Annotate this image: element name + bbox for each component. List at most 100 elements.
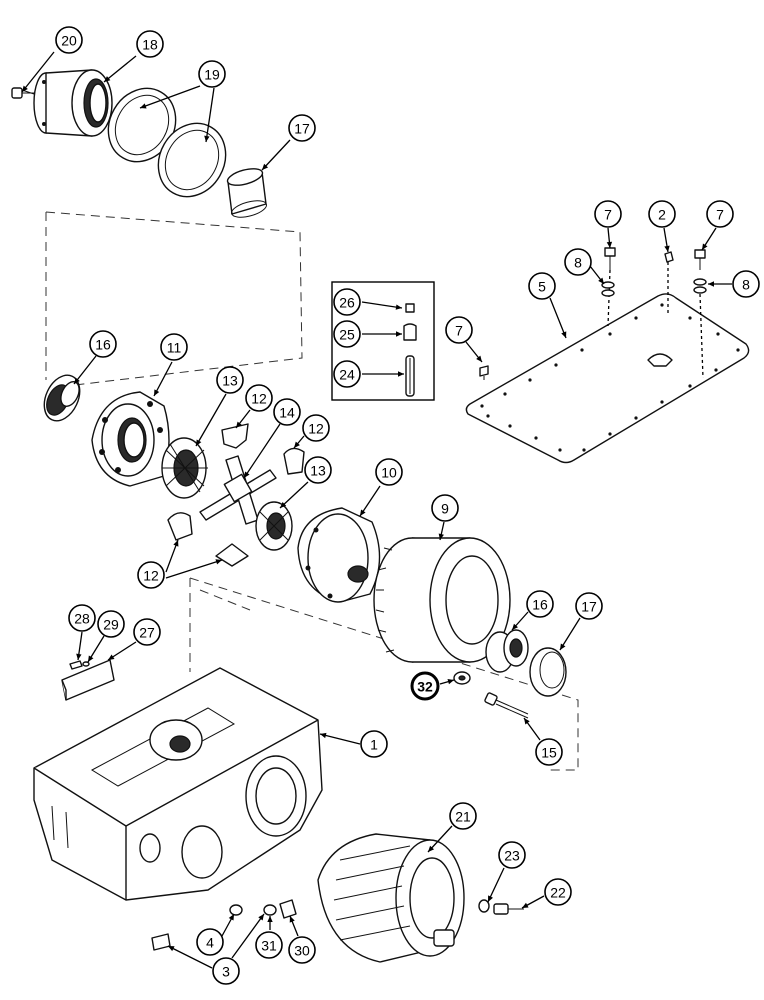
callout-circle xyxy=(89,330,117,358)
callout-c16b: 16 xyxy=(511,590,554,631)
callout-number: 13 xyxy=(222,373,238,389)
callout-number: 2 xyxy=(658,207,666,223)
callout-circle xyxy=(196,928,224,956)
cover-bolts-and-washers xyxy=(479,247,707,380)
callout-circle xyxy=(133,618,161,646)
callout-number: 30 xyxy=(294,943,310,959)
callout-circle xyxy=(160,333,188,361)
part-15-bolt xyxy=(484,692,529,719)
leader-line xyxy=(231,913,265,959)
leader-arrowhead xyxy=(294,441,300,448)
callout-c13a: 13 xyxy=(195,366,244,447)
leader-arrowhead xyxy=(168,946,175,952)
callout-c31: 31 xyxy=(255,916,283,959)
callout-circle xyxy=(445,316,473,344)
callout-number: 21 xyxy=(455,809,471,825)
callout-number: 8 xyxy=(574,255,582,271)
callout-number: 12 xyxy=(143,568,159,584)
callout-number: 29 xyxy=(103,617,119,633)
callout-circle xyxy=(526,590,554,618)
callout-c26: 26 xyxy=(333,288,403,316)
callout-c20: 20 xyxy=(21,26,83,93)
callout-circle xyxy=(360,730,388,758)
callout-c22: 22 xyxy=(521,878,572,909)
callout-c11: 11 xyxy=(153,333,188,397)
callout-c3: 3 xyxy=(167,913,265,985)
callout-c7a: 7 xyxy=(594,200,622,249)
callout-number: 14 xyxy=(279,405,295,421)
callout-c2: 2 xyxy=(648,200,676,253)
leader-line xyxy=(559,617,581,651)
callout-number: 4 xyxy=(206,935,214,951)
leader-line xyxy=(167,945,213,969)
callout-number: 7 xyxy=(716,207,724,223)
callout-circle xyxy=(449,802,477,830)
callout-circle xyxy=(564,248,592,276)
callout-number: 20 xyxy=(61,33,77,49)
leader-arrowhead xyxy=(204,135,210,142)
callout-circle xyxy=(136,30,164,58)
leader-arrowhead xyxy=(76,653,82,660)
callout-number: 23 xyxy=(504,848,520,864)
callout-circle xyxy=(97,610,125,638)
callout-number: 19 xyxy=(204,67,220,83)
leader-arrowhead xyxy=(244,471,250,478)
leader-arrowhead xyxy=(702,243,708,250)
callout-circle xyxy=(333,320,361,348)
leader-arrowhead xyxy=(476,355,482,362)
leader-arrowhead xyxy=(438,533,444,540)
callout-circle xyxy=(288,114,316,142)
leader-arrowhead xyxy=(512,623,519,630)
callout-c25: 25 xyxy=(333,320,402,348)
callout-circle xyxy=(302,414,330,442)
part-5-cover-plate xyxy=(465,293,750,464)
callout-c4: 4 xyxy=(196,913,235,956)
callout-number: 22 xyxy=(550,885,566,901)
part-10-differential-case xyxy=(297,507,381,603)
callout-circle xyxy=(648,200,676,228)
callout-c12c: 12 xyxy=(137,539,223,589)
callout-number: 27 xyxy=(139,625,155,641)
callout-c15: 15 xyxy=(523,717,563,766)
callout-number: 25 xyxy=(339,327,355,343)
callout-c29: 29 xyxy=(87,610,125,663)
part-11-differential-case xyxy=(91,391,170,487)
leader-line xyxy=(279,481,309,509)
leader-line xyxy=(359,485,381,517)
leader-arrowhead xyxy=(154,389,160,396)
callout-c7b: 7 xyxy=(701,200,734,251)
leader-line xyxy=(487,867,505,903)
callout-circle xyxy=(732,270,760,298)
leader-arrowhead xyxy=(524,718,530,725)
leader-arrowhead xyxy=(488,895,493,902)
leader-arrowhead xyxy=(396,331,402,337)
part-17-bearing-cup-top xyxy=(226,168,267,218)
part-19-shims xyxy=(107,87,227,198)
callout-number: 3 xyxy=(222,964,230,980)
callout-circle xyxy=(410,671,440,701)
callout-number: 16 xyxy=(532,597,548,613)
leader-arrowhead xyxy=(320,732,327,739)
callout-number: 7 xyxy=(604,207,612,223)
leader-arrowhead xyxy=(236,421,242,428)
leader-arrowhead xyxy=(258,914,264,921)
callout-c12a: 12 xyxy=(235,384,273,429)
parts-27-28-29-bracket xyxy=(61,659,115,701)
leader-arrowhead xyxy=(196,439,202,446)
callout-number: 18 xyxy=(142,37,158,53)
callout-number: 26 xyxy=(339,295,355,311)
callout-c12b: 12 xyxy=(293,414,330,449)
callout-circle xyxy=(544,878,572,906)
leader-arrowhead xyxy=(289,916,295,923)
callout-number: 24 xyxy=(339,367,355,383)
callout-c28: 28 xyxy=(68,604,96,661)
leader-arrowhead xyxy=(360,509,366,516)
callout-circle xyxy=(304,456,332,484)
leader-arrowhead xyxy=(560,643,566,650)
callout-c13b: 13 xyxy=(279,456,332,509)
leader-arrowhead xyxy=(522,902,529,908)
leader-line xyxy=(549,297,567,339)
callout-circle xyxy=(333,288,361,316)
